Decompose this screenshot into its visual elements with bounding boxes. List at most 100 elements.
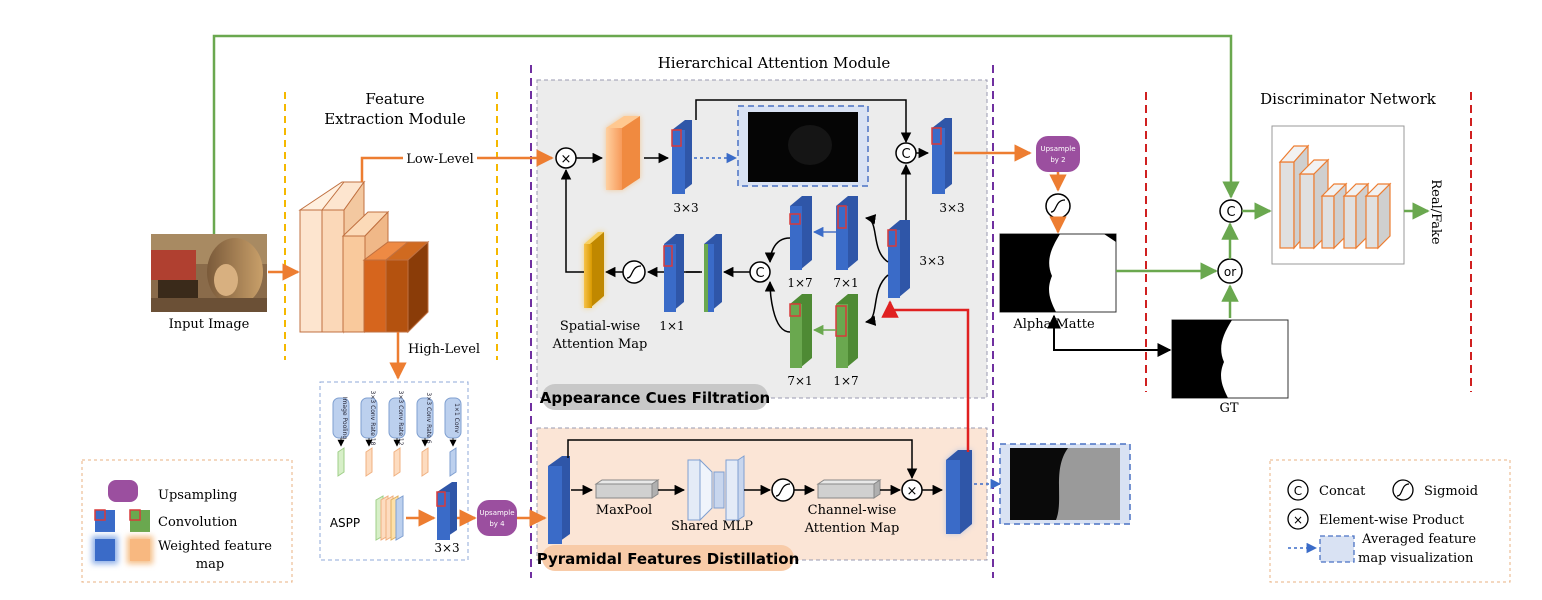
upsample4-line1: Upsample bbox=[479, 509, 514, 517]
conv-1x1-label: 1×1 bbox=[659, 319, 684, 333]
conv-3x3-out-label: 3×3 bbox=[939, 201, 964, 215]
red-guide-line bbox=[881, 300, 970, 452]
conv-7x1-top bbox=[836, 196, 858, 270]
high-level-label: High-Level bbox=[408, 342, 480, 357]
input-image bbox=[151, 234, 267, 312]
conv-1x7-bottom-label: 1×7 bbox=[833, 374, 858, 388]
legend-weighted-blue bbox=[95, 539, 115, 561]
hierarchical-title: Hierarchical Attention Module bbox=[658, 54, 891, 72]
svg-text:×: × bbox=[1293, 513, 1303, 527]
conv-3x3-concat-out bbox=[931, 118, 952, 194]
spatial-label-line2: Attention Map bbox=[552, 337, 648, 352]
conv-1x1 bbox=[663, 234, 684, 312]
upsample2-line1: Upsample bbox=[1040, 145, 1075, 153]
sigmoid-icon-out bbox=[1050, 199, 1066, 213]
input-image-label: Input Image bbox=[169, 317, 250, 332]
svg-text:C: C bbox=[1294, 484, 1302, 498]
aspp-branch-1: 3×3 Conv Rate 18 bbox=[369, 391, 376, 446]
aspp-branch-4: 1×1 Conv bbox=[453, 403, 460, 433]
concat-feature-mid bbox=[704, 234, 722, 312]
aspp-concat-stack bbox=[375, 495, 404, 541]
legend-concat: Concat bbox=[1319, 484, 1366, 499]
legend-averaged-line1: Averaged feature bbox=[1361, 532, 1476, 547]
discriminator-title: Discriminator Network bbox=[1260, 90, 1437, 108]
product-symbol-bottom: × bbox=[907, 484, 918, 499]
conv-1x7-top bbox=[789, 196, 812, 270]
sigmoid-circle-mid bbox=[622, 260, 646, 284]
aspp-branch-3: 3×3 Conv Rate 6 bbox=[425, 392, 432, 443]
legend-averaged-swatch bbox=[1319, 535, 1355, 563]
appearance-label: Appearance Cues Filtration bbox=[540, 389, 770, 407]
legend-sigmoid: Sigmoid bbox=[1424, 484, 1478, 499]
channel-label-line1: Channel-wise bbox=[808, 503, 897, 518]
concat-symbol-top: C bbox=[901, 147, 910, 162]
legend-weighted-line1: Weighted feature bbox=[158, 539, 272, 554]
low-level-label: Low-Level bbox=[406, 152, 474, 167]
conv-7x1-bottom bbox=[789, 294, 812, 368]
spatial-attention-map bbox=[584, 232, 604, 308]
legend-upsampling: Upsampling bbox=[158, 488, 237, 503]
legend-weighted-line2: map bbox=[196, 557, 224, 572]
channel-attention-block bbox=[816, 479, 882, 499]
legend-weighted-orange bbox=[130, 539, 150, 561]
legend-product-icon bbox=[1287, 508, 1309, 530]
upsample4-box bbox=[477, 500, 517, 536]
aspp-label: ASPP bbox=[330, 516, 360, 530]
sigmoid-circle-out bbox=[1045, 193, 1071, 219]
legend-concat-icon bbox=[1287, 479, 1309, 501]
low-level-line bbox=[360, 149, 554, 182]
feature-title-line1: Feature bbox=[365, 90, 424, 108]
sigmoid-icon-mid bbox=[626, 265, 642, 279]
conv-3x3-top bbox=[671, 120, 692, 194]
discriminator-layers bbox=[1278, 144, 1392, 250]
alpha-matte-image bbox=[999, 233, 1117, 313]
aspp-branch-2: 3×3 Conv Rate 12 bbox=[397, 391, 404, 446]
spatial-label-line1: Spatial-wise bbox=[560, 319, 641, 334]
encoder-blocks bbox=[298, 180, 430, 334]
conv-1x7-top-label: 1×7 bbox=[787, 276, 812, 290]
conv-7x1-top-label: 7×1 bbox=[833, 276, 858, 290]
product-symbol-top: × bbox=[561, 152, 572, 167]
conv-3x3-top-label: 3×3 bbox=[673, 201, 698, 215]
pfd-output-conv bbox=[946, 450, 972, 534]
aspp-output-conv bbox=[436, 482, 457, 540]
channel-label-line2: Attention Map bbox=[804, 521, 900, 536]
sigmoid-circle-bottom bbox=[771, 478, 795, 502]
concat-symbol-disc: C bbox=[1226, 205, 1235, 220]
legend-product: Element-wise Product bbox=[1319, 513, 1465, 528]
weighted-feature-map bbox=[606, 116, 640, 190]
legend-upsampling-swatch bbox=[108, 480, 138, 502]
maxpool-block bbox=[594, 479, 660, 499]
legend-averaged-line2: map visualization bbox=[1358, 551, 1474, 566]
upsample4-line2: by 4 bbox=[489, 520, 505, 528]
legend-convolution: Convolution bbox=[158, 515, 238, 530]
maxpool-label: MaxPool bbox=[596, 503, 652, 518]
conv-1x7-bottom bbox=[835, 294, 858, 368]
sigmoid-icon-bottom bbox=[775, 483, 791, 497]
alpha-gt-link bbox=[1053, 336, 1172, 357]
feature-title-line2: Extraction Module bbox=[324, 110, 466, 128]
legend-conv-green bbox=[130, 510, 150, 532]
pfd-input-conv bbox=[548, 456, 570, 544]
conv-3x3-right-label: 3×3 bbox=[919, 254, 944, 268]
or-symbol: or bbox=[1224, 265, 1236, 279]
upsample2-box bbox=[1036, 136, 1080, 172]
conv-7x1-bottom-label: 7×1 bbox=[787, 374, 812, 388]
gt-label: GT bbox=[1219, 401, 1238, 416]
concat-symbol-mid: C bbox=[755, 266, 764, 281]
green-skip-line bbox=[212, 34, 1240, 240]
gt-image bbox=[1171, 319, 1289, 399]
aspp-conv-label: 3×3 bbox=[434, 541, 459, 555]
upsample2-line2: by 2 bbox=[1050, 156, 1065, 164]
legend-sigmoid-icon bbox=[1392, 479, 1414, 501]
legend-right-box bbox=[1269, 459, 1511, 583]
pyramidal-label: Pyramidal Features Distillation bbox=[537, 550, 800, 568]
legend-conv-blue bbox=[95, 510, 115, 532]
shared-mlp-block bbox=[687, 455, 745, 522]
aspp-branch-0: Image Pooling bbox=[341, 397, 348, 440]
aspp-branches: Image Pooling 3×3 Conv Rate 18 3×3 Conv … bbox=[332, 391, 462, 477]
real-fake-label: Real/Fake bbox=[1428, 179, 1443, 245]
conv-3x3-right bbox=[887, 220, 910, 298]
shared-mlp-label: Shared MLP bbox=[671, 519, 753, 534]
